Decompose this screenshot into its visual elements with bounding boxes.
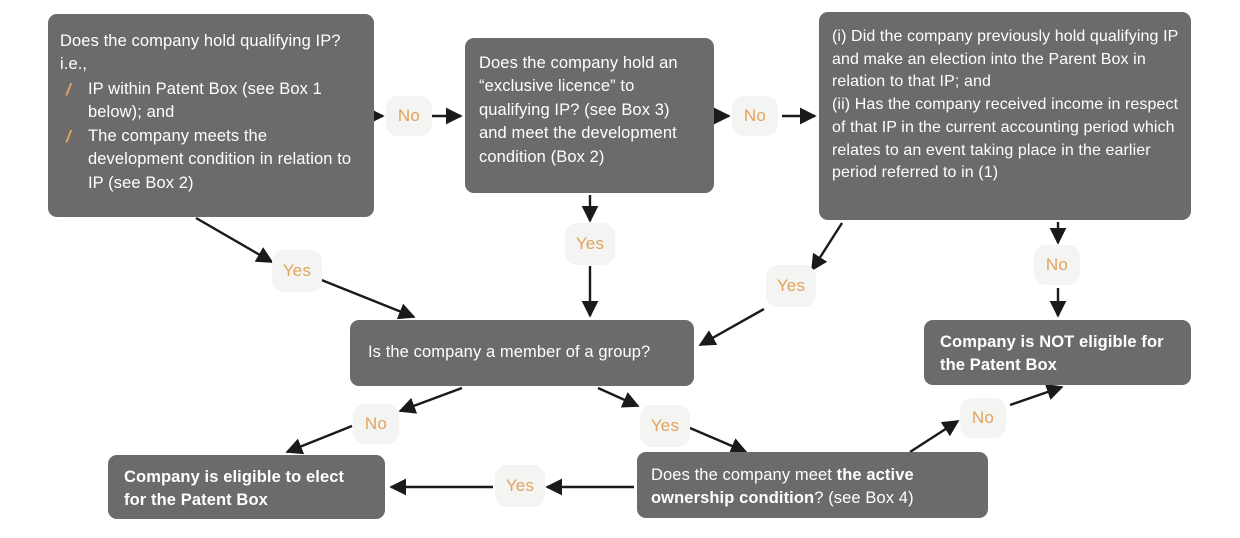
edge-active-to-not-eligible: [909, 419, 960, 454]
edge-label-yes-exclusive-to-group: Yes: [565, 223, 615, 265]
edge-label-yes-active-to-eligible: Yes: [495, 465, 545, 507]
edge-qualifying-to-group-2: [318, 277, 416, 320]
edge-label-yes-group-to-active: Yes: [640, 405, 690, 447]
edge-group-to-eligible: [398, 386, 463, 414]
exclusive-licence-text: Does the company hold an “exclusive lice…: [479, 54, 678, 166]
node-exclusive-licence[interactable]: Does the company hold an “exclusive lice…: [465, 38, 714, 193]
active-ownership-bold: the active ownership condition: [651, 466, 914, 508]
edge-label-no-group-to-eligible: No: [353, 404, 399, 444]
node-eligible[interactable]: Company is eligible to elect for the Pat…: [108, 455, 385, 519]
group-member-text: Is the company a member of a group?: [368, 343, 651, 362]
edge-active-to-not-eligible-2: [1009, 384, 1064, 407]
slash-bullet-icon: /: [66, 79, 71, 99]
previous-election-line1: (i) Did the company previously hold qual…: [832, 28, 1179, 91]
eligible-text: Company is eligible to elect for the Pat…: [124, 468, 345, 510]
node-active-ownership[interactable]: Does the company meet the active ownersh…: [637, 452, 988, 518]
edge-group-to-eligible-2: [285, 424, 353, 455]
active-ownership-prefix: Does the company meet: [651, 466, 837, 484]
qualifying-ip-bullets: / IP within Patent Box (see Box 1 below);…: [60, 78, 360, 195]
node-not-eligible[interactable]: Company is NOT eligible for the Patent B…: [924, 320, 1191, 385]
previous-election-line2: (ii) Has the company received income in …: [832, 96, 1179, 182]
edge-label-no-active-to-not-eligible: No: [960, 398, 1006, 438]
edge-qualifying-to-group: [195, 216, 274, 264]
node-previous-election[interactable]: (i) Did the company previously hold qual…: [819, 12, 1191, 220]
node-group-member[interactable]: Is the company a member of a group?: [350, 320, 694, 386]
bullet-text: The company meets the development condit…: [88, 126, 352, 192]
not-eligible-text: Company is NOT eligible for the Patent B…: [940, 333, 1164, 375]
list-item: / The company meets the development condi…: [60, 125, 360, 195]
node-qualifying-ip[interactable]: Does the company hold qualifying IP? i.e…: [48, 14, 374, 217]
edge-previous-to-group-2: [698, 307, 765, 347]
edge-label-yes-previous-to-group: Yes: [766, 265, 816, 307]
slash-bullet-icon: /: [66, 126, 71, 146]
edge-previous-to-group: [810, 222, 844, 272]
edge-label-yes-qualifying-to-group: Yes: [272, 250, 322, 292]
list-item: / IP within Patent Box (see Box 1 below);…: [60, 78, 360, 125]
edge-label-no-qualifying-to-exclusive: No: [386, 96, 432, 136]
active-ownership-suffix: ? (see Box 4): [814, 489, 914, 508]
qualifying-ip-lead: Does the company hold qualifying IP? i.e…: [60, 32, 341, 74]
edge-group-to-active: [597, 386, 640, 408]
edge-label-no-previous-to-not-eligible: No: [1034, 245, 1080, 285]
edge-group-to-active-2: [689, 426, 748, 454]
edge-label-no-exclusive-to-previous: No: [732, 96, 778, 136]
bullet-text: IP within Patent Box (see Box 1 below); …: [88, 79, 322, 122]
